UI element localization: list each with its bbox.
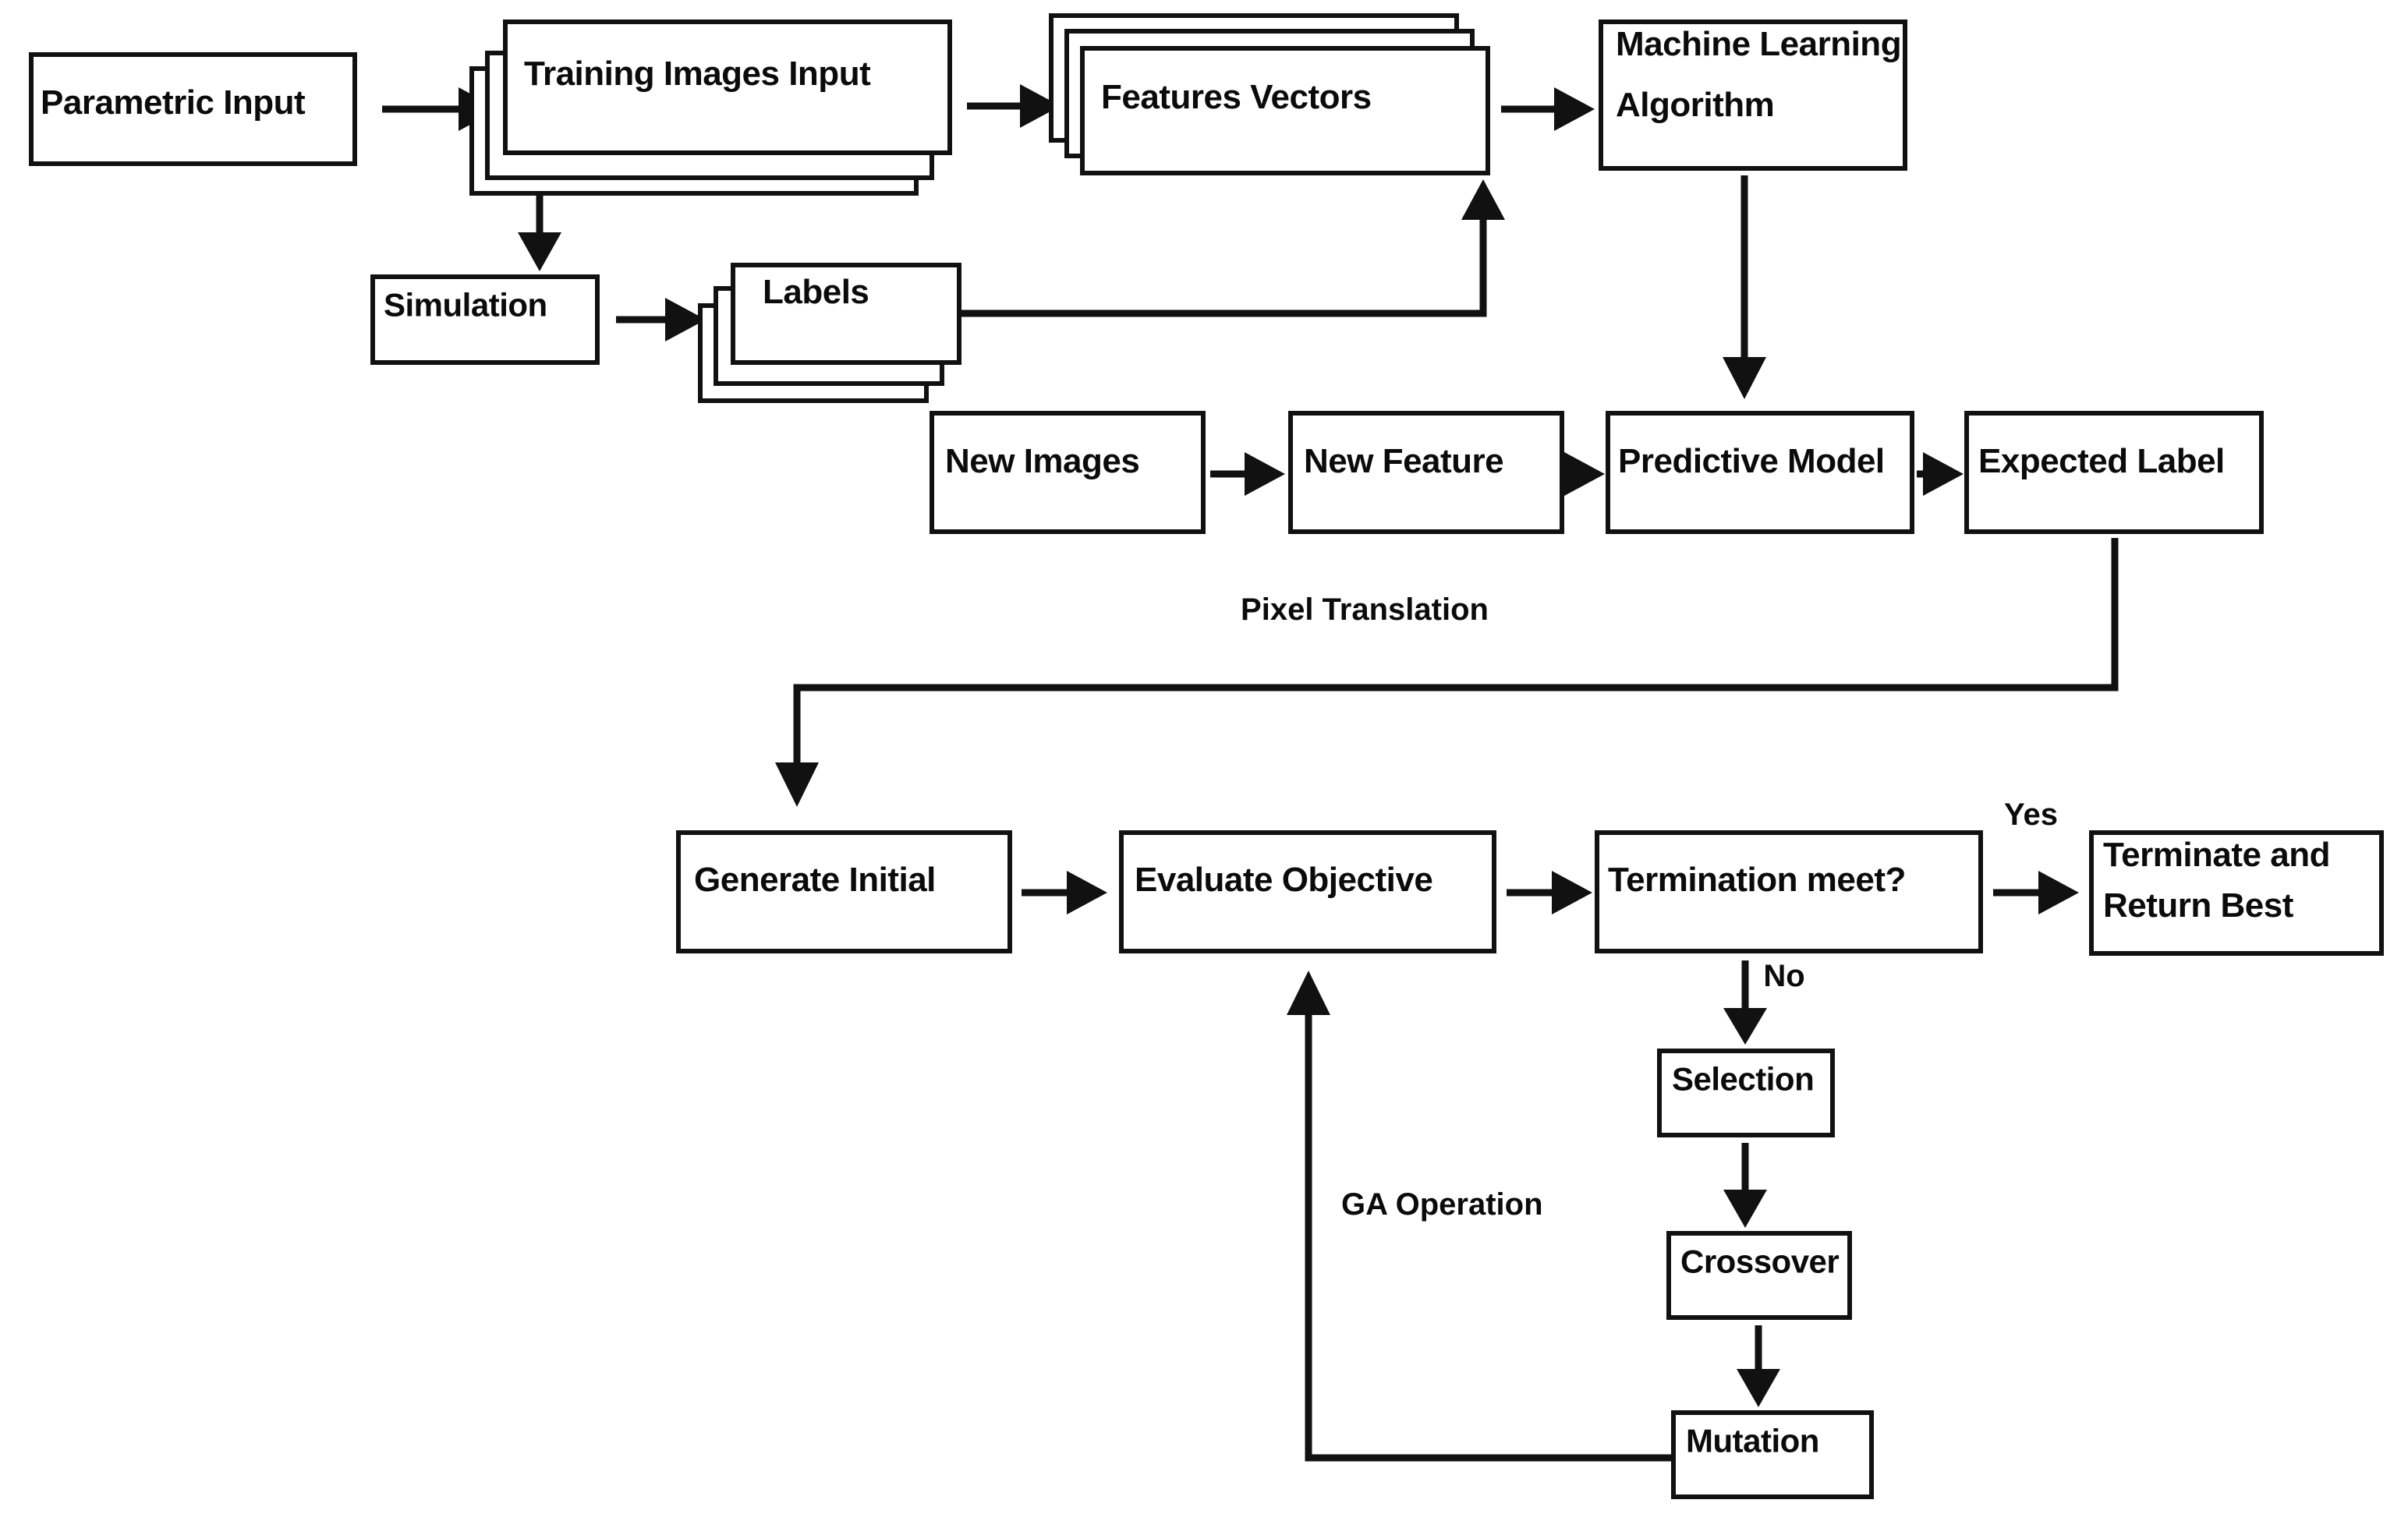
node-mutation-label: Mutation <box>1686 1422 1819 1459</box>
node-labels[interactable]: Labels <box>698 263 961 403</box>
node-evaluate-objective-label: Evaluate Objective <box>1135 861 1432 899</box>
arrow-simulation-to-labels <box>616 298 706 341</box>
node-simulation-label: Simulation <box>384 286 547 323</box>
arrow-labels-to-features <box>961 179 1505 317</box>
node-crossover-label: Crossover <box>1680 1243 1839 1279</box>
node-terminate-return-best-label-line2: Return Best <box>2103 886 2294 925</box>
arrow-predictive-to-expected <box>1917 452 1964 496</box>
node-evaluate-objective[interactable]: Evaluate Objective <box>1119 830 1496 953</box>
node-generate-initial-label: Generate Initial <box>694 861 936 899</box>
node-expected-label-label: Expected Label <box>1978 442 2225 480</box>
arrow-new-images-to-new-feature <box>1210 452 1285 496</box>
node-selection[interactable]: Selection <box>1657 1049 1835 1137</box>
node-crossover[interactable]: Crossover <box>1666 1231 1852 1320</box>
arrow-new-feature-to-predictive <box>1564 452 1605 496</box>
arrow-evaluate-to-termination <box>1507 871 1592 914</box>
node-mutation[interactable]: Mutation <box>1671 1410 1874 1499</box>
node-new-images[interactable]: New Images <box>930 411 1206 534</box>
arrow-crossover-to-mutation <box>1737 1325 1780 1407</box>
node-expected-label[interactable]: Expected Label <box>1964 411 2264 534</box>
edge-label-pixel-translation: Pixel Translation <box>1241 592 1489 627</box>
arrow-termination-no <box>1723 960 1767 1045</box>
node-machine-learning-algorithm-label-line2: Algorithm <box>1616 86 1774 124</box>
node-new-feature-label: New Feature <box>1304 442 1503 480</box>
arrow-training-to-simulation <box>518 193 561 271</box>
node-generate-initial[interactable]: Generate Initial <box>676 830 1012 953</box>
node-training-images-input-label: Training Images Input <box>524 55 871 93</box>
node-training-images-input[interactable]: Training Images Input <box>469 19 952 196</box>
node-machine-learning-algorithm[interactable]: Machine Learning Algorithm <box>1599 19 1907 171</box>
arrow-training-to-features <box>967 84 1061 128</box>
node-simulation[interactable]: Simulation <box>370 274 600 365</box>
node-labels-label: Labels <box>763 273 869 311</box>
arrow-features-to-ml <box>1501 87 1595 131</box>
node-parametric-input-label: Parametric Input <box>41 83 306 122</box>
node-new-feature[interactable]: New Feature <box>1288 411 1564 534</box>
arrow-ml-to-predictive <box>1723 175 1766 399</box>
node-machine-learning-algorithm-label-line1: Machine Learning <box>1616 25 1901 63</box>
edge-label-ga-operation: GA Operation <box>1341 1187 1543 1222</box>
node-features-vectors-label: Features Vectors <box>1101 78 1372 116</box>
node-termination-meet-label: Termination meet? <box>1608 861 1906 899</box>
connector-pixel-translation <box>775 538 2119 807</box>
node-terminate-return-best[interactable]: Terminate and Return Best <box>2089 830 2384 956</box>
node-parametric-input[interactable]: Parametric Input <box>29 52 357 166</box>
node-selection-label: Selection <box>1672 1060 1814 1097</box>
arrow-generate-to-evaluate <box>1022 871 1107 914</box>
node-features-vectors[interactable]: Features Vectors <box>1049 13 1490 175</box>
edge-label-no: No <box>1763 959 1804 993</box>
edge-label-yes: Yes <box>2004 798 2058 832</box>
arrow-termination-yes <box>1993 871 2079 914</box>
node-terminate-return-best-label-line1: Terminate and <box>2103 836 2330 874</box>
node-predictive-model[interactable]: Predictive Model <box>1606 411 1914 534</box>
node-termination-meet[interactable]: Termination meet? <box>1595 830 1983 953</box>
connector-ga-operation <box>1287 971 1672 1462</box>
node-new-images-label: New Images <box>945 442 1139 480</box>
arrow-selection-to-crossover <box>1723 1143 1767 1228</box>
node-predictive-model-label: Predictive Model <box>1618 442 1885 480</box>
